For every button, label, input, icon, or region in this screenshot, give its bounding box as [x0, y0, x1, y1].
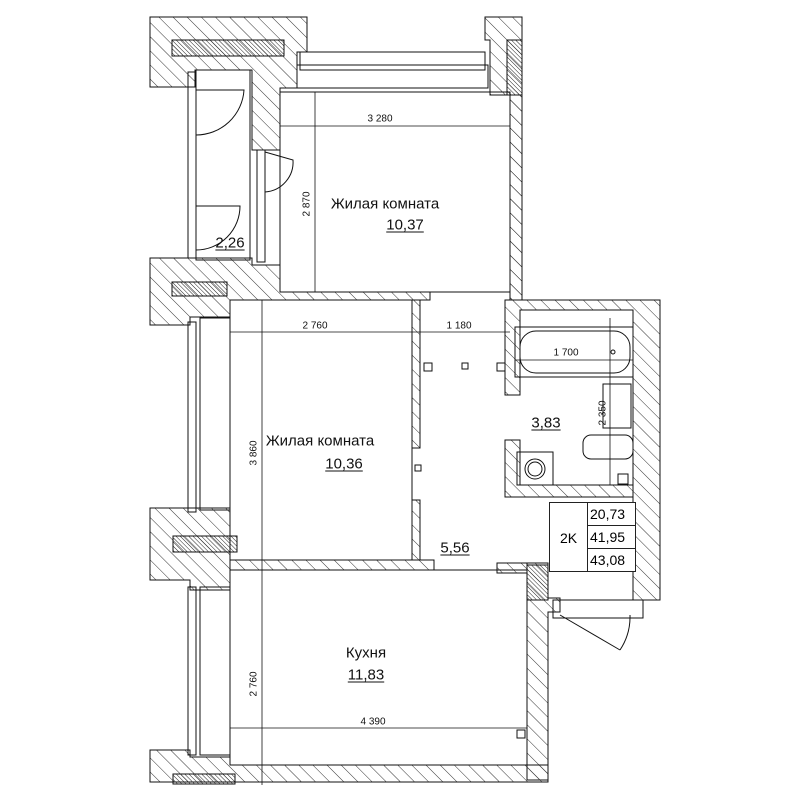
dimension-lines	[230, 92, 633, 785]
room-area-living-2: 10,36	[325, 455, 363, 473]
dim-bathroom-depth: 2 350	[597, 400, 609, 426]
vent-markers	[414, 362, 526, 739]
apartment-type: 2K	[550, 503, 588, 572]
living-area-value: 20,73	[588, 503, 635, 526]
room-area-loggia: 2,26	[215, 234, 245, 252]
total-area-value: 41,95	[588, 526, 635, 549]
room-area-bathroom: 3,83	[531, 414, 561, 432]
dim-room2-height: 3 860	[248, 440, 260, 466]
room-label-living-2: Жилая комната	[265, 432, 375, 450]
room-area-living-1: 10,37	[386, 216, 424, 234]
apartment-summary-table: 2K 20,73 41,95 43,08	[549, 502, 636, 572]
room-label-kitchen: Кухня	[345, 644, 387, 662]
dim-kitchen-height: 2 760	[248, 671, 260, 697]
room-label-living-1: Жилая комната	[330, 195, 440, 213]
room-area-hallway: 5,56	[440, 539, 470, 557]
bathroom-fixtures	[514, 326, 634, 486]
windows	[187, 51, 489, 756]
room-area-kitchen: 11,83	[347, 666, 385, 684]
dim-bath-length: 1 700	[553, 347, 579, 359]
dim-room1-width: 3 280	[367, 113, 393, 125]
total-with-balcony-value: 43,08	[590, 552, 626, 568]
dim-kitchen-width: 4 390	[360, 716, 386, 728]
dim-room2-width: 2 760	[302, 320, 328, 332]
dim-corridor-width: 1 180	[446, 320, 472, 332]
dim-room1-height: 2 870	[301, 191, 313, 217]
walls	[149, 16, 661, 785]
room-outlines	[229, 91, 528, 766]
doors	[195, 89, 644, 651]
